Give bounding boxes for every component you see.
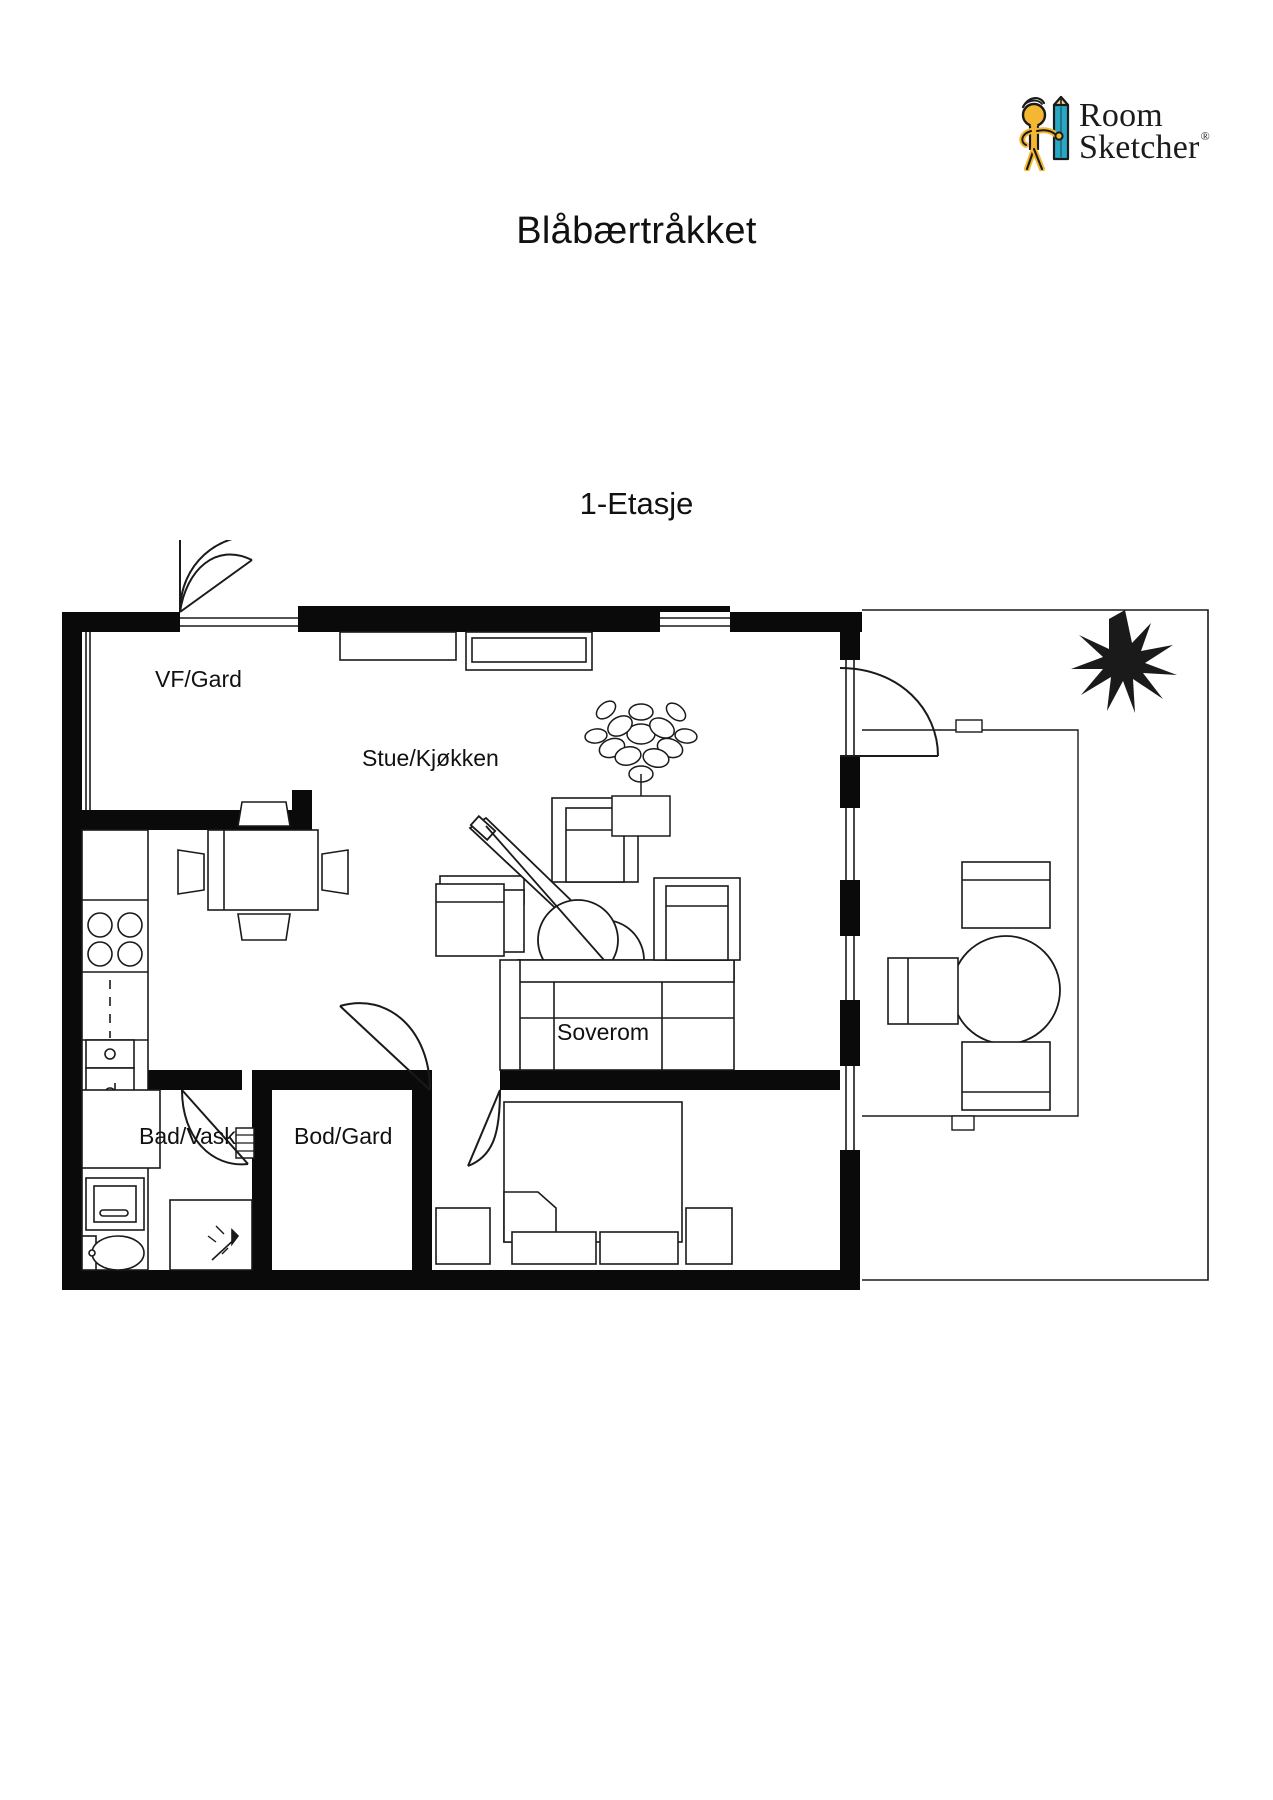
potted-plant-icon xyxy=(584,700,698,837)
dining-chair-top xyxy=(237,801,291,827)
washbasin-icon xyxy=(85,1177,145,1231)
page-title: Blåbærtråkket xyxy=(516,210,757,252)
outdoor-sofa xyxy=(862,630,982,718)
nightstand-right xyxy=(685,1207,733,1265)
floor-plan-drawing: VF/Gard Stue/Kjøkken Soverom Bad/Vask Bo… xyxy=(0,540,1273,1340)
windows xyxy=(82,612,860,1159)
room-label-vf-gard: VF/Gard xyxy=(155,666,242,692)
registered-mark: ® xyxy=(1200,128,1210,143)
doors xyxy=(179,540,939,1167)
dining-chair-left xyxy=(177,849,205,895)
nightstand-left xyxy=(435,1207,491,1265)
bathtub xyxy=(81,1089,161,1169)
armchair-right xyxy=(653,877,741,961)
roomsketcher-logo: Room Sketcher® xyxy=(1013,92,1233,172)
window-north-right xyxy=(660,612,730,632)
brand-line-2: Sketcher xyxy=(1079,129,1200,166)
roomsketcher-person-with-pencil-icon xyxy=(1019,95,1070,171)
patio-round-table xyxy=(951,935,1061,1045)
room-label-stue-kjokken: Stue/Kjøkken xyxy=(362,745,499,771)
storage-door xyxy=(339,1002,431,1091)
patio-chair-top xyxy=(961,861,1051,929)
room-label-bad-vask: Bad/Vask xyxy=(139,1123,236,1149)
floor-plan-svg: VF/Gard Stue/Kjøkken Soverom Bad/Vask Bo… xyxy=(62,540,1209,1290)
patio-chair-left xyxy=(887,957,959,1025)
bathroom-door xyxy=(181,1089,249,1166)
terrace-step-lower xyxy=(951,1115,975,1131)
toilet-icon xyxy=(81,1235,145,1271)
terrace-area xyxy=(862,609,1209,1281)
terrace-door xyxy=(839,667,939,757)
window-east-bedroom xyxy=(840,1066,860,1150)
window-west-entry xyxy=(82,632,92,810)
patio-chair-bottom xyxy=(961,1041,1051,1111)
cooktop-4-burner-icon xyxy=(87,912,143,967)
sofa xyxy=(499,959,735,1071)
dining-chair-right xyxy=(321,849,349,895)
window-bod-gard xyxy=(235,1127,255,1159)
room-label-soverom: Soverom xyxy=(557,1019,649,1045)
dining-table xyxy=(207,829,319,911)
bedroom-door xyxy=(467,1089,501,1167)
window-north-left xyxy=(180,612,298,632)
window-east-lower xyxy=(840,936,860,1000)
conifer-tree-icon xyxy=(1071,610,1177,713)
dining-table-4-chairs xyxy=(177,801,349,941)
roomsketcher-wordmark: Room Sketcher® xyxy=(1079,97,1210,166)
dining-chair-bottom xyxy=(237,913,291,941)
entry-door xyxy=(179,540,253,613)
terrace-step xyxy=(955,719,983,733)
coffee-table xyxy=(435,883,505,957)
brand-line-1: Room xyxy=(1079,97,1163,135)
shower-icon xyxy=(169,1199,253,1271)
window-east-mid xyxy=(840,808,860,880)
room-label-bod-gard: Bod/Gard xyxy=(294,1123,392,1149)
double-bed xyxy=(503,1101,683,1265)
tv-bench xyxy=(339,631,593,671)
floor-title: 1-Etasje xyxy=(579,486,694,521)
window-east-upper xyxy=(840,660,860,756)
